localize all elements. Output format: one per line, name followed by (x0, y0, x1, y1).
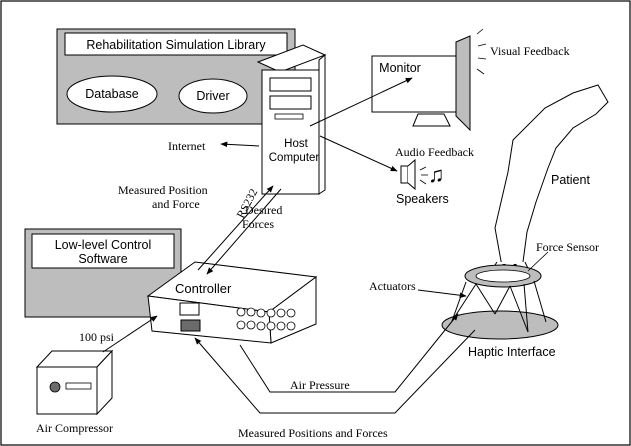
measured-positions-label: Measured Positions and Forces (238, 426, 388, 440)
library-title: Rehabilitation Simulation Library (86, 38, 266, 52)
patient-label: Patient (551, 173, 590, 187)
air-supply-arrow (102, 315, 158, 353)
simulation-library-panel: Rehabilitation Simulation Library Databa… (56, 28, 296, 125)
host-to-speakers-arrow (319, 135, 398, 172)
driver-ellipse (178, 78, 248, 114)
force-sensor-pointer (527, 251, 549, 272)
database-ellipse (66, 75, 158, 113)
desired-forces-arrow (206, 188, 282, 275)
air-pressure-arrow (239, 313, 459, 393)
psi-label: 100 psi (79, 330, 115, 344)
actuators-label: Actuators (369, 279, 416, 293)
haptic-interface-label: Haptic Interface (468, 345, 556, 359)
internet-arrow (220, 141, 260, 148)
measured-position-line2: and Force (152, 197, 200, 211)
host-computer-label-line1: Host (284, 138, 308, 150)
host-to-monitor-arrow (309, 77, 413, 127)
speaker-icon (400, 158, 416, 191)
air-pressure-label: Air Pressure (290, 378, 350, 392)
host-computer-label-line2: Computer (269, 152, 320, 164)
audio-feedback-label: Audio Feedback (395, 145, 474, 159)
visual-feedback-label: Visual Feedback (490, 44, 570, 58)
measured-position-arrow (197, 185, 274, 271)
air-compressor-label: Air Compressor (36, 421, 113, 435)
music-note-icon: ♫ (428, 162, 445, 187)
internet-label: Internet (168, 139, 206, 153)
measured-positions-arrow (194, 329, 476, 414)
desired-forces-line2: Forces (242, 217, 274, 231)
haptic-interface-icon (441, 264, 559, 340)
actuators-arrow (417, 289, 467, 298)
controller-icon (146, 261, 318, 344)
database-label: Database (85, 87, 139, 101)
library-title-box (64, 32, 288, 56)
speakers-label: Speakers (396, 192, 449, 206)
monitor-icon: Monitor (371, 28, 487, 132)
air-compressor-icon (35, 349, 114, 416)
driver-label: Driver (196, 89, 229, 103)
controller-label: Controller (175, 281, 232, 296)
force-sensor-label: Force Sensor (536, 240, 599, 254)
low-level-software-line1: Low-level Control (55, 238, 152, 252)
measured-position-line1: Measured Position (118, 183, 208, 197)
low-level-software-panel: Low-level Control Software (24, 228, 182, 318)
low-level-software-line2: Software (78, 252, 127, 266)
desired-forces-line1: Desired (245, 203, 282, 217)
host-computer-icon: Host Computer (256, 44, 327, 195)
monitor-label: Monitor (379, 61, 421, 75)
